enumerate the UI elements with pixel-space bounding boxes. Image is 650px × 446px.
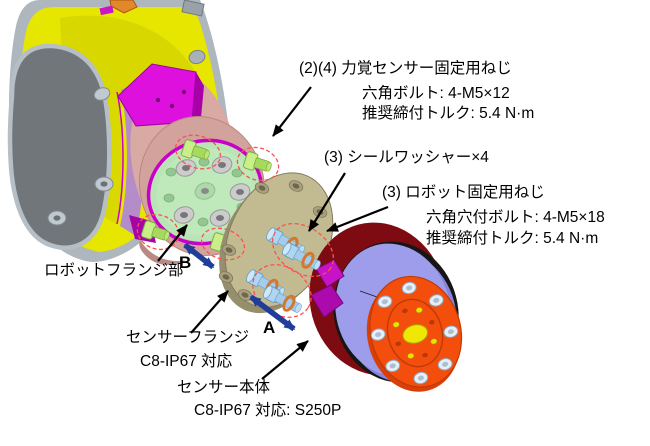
gap-marker-b: B <box>179 253 192 272</box>
magenta-clip-part <box>99 5 114 16</box>
callout-arrows <box>157 86 389 380</box>
arrow-sensor-flange <box>190 290 229 334</box>
callout-robot-flange-title: ロボットフランジ部 <box>44 262 184 279</box>
arm-side-cover <box>7 43 114 250</box>
gap-marker-a: A <box>263 318 276 337</box>
callout-force-sensor-screws-torque: 推奨締付トルク: 5.4 N·m <box>362 105 535 122</box>
arrow-robot-flange <box>157 224 188 262</box>
callout-sensor-body-compat: C8-IP67 対応: S250P <box>194 402 342 419</box>
sensor-front-face <box>366 275 463 392</box>
callout-robot-fixing-screws-title: (3) ロボット固定用ねじ <box>382 184 545 201</box>
arm-rivet <box>188 49 206 65</box>
highlight-dashed-ellipses <box>136 134 335 318</box>
callout-force-sensor-screws-spec: 六角ボルト: 4-M5×12 <box>362 85 510 102</box>
callout-robot-fixing-screws-spec: 六角穴付ボルト: 4-M5×18 <box>426 209 605 226</box>
orange-clip-part <box>109 0 138 14</box>
flange-rivets <box>173 156 251 227</box>
callout-sensor-flange-title: センサーフランジ <box>126 329 250 346</box>
arrow-sensor-body <box>261 340 309 380</box>
sensor-connector-blocks <box>310 259 345 318</box>
callout-sensor-body-title: センサー本体 <box>177 379 271 396</box>
sensor-center-hub <box>402 324 429 344</box>
arrow-seal-washers <box>308 172 346 232</box>
callout-force-sensor-screws-title: (2)(4) 力覚センサー固定用ねじ <box>299 60 512 77</box>
gap-arrow-a <box>249 294 296 332</box>
arrow-robot-fixing-screws <box>326 205 389 233</box>
callout-robot-fixing-screws-torque: 推奨締付トルク: 5.4 N·m <box>426 230 599 247</box>
sensor-body-model <box>309 222 463 392</box>
arm-bracket-detail <box>181 0 205 17</box>
callout-seal-washers-title: (3) シールワッシャー×4 <box>324 149 489 166</box>
arrow-force-sensor-screws <box>272 86 312 137</box>
callout-sensor-flange-compat: C8-IP67 対応 <box>140 353 233 370</box>
gap-arrow-b <box>183 242 215 270</box>
magenta-gearbox-block <box>117 63 204 128</box>
